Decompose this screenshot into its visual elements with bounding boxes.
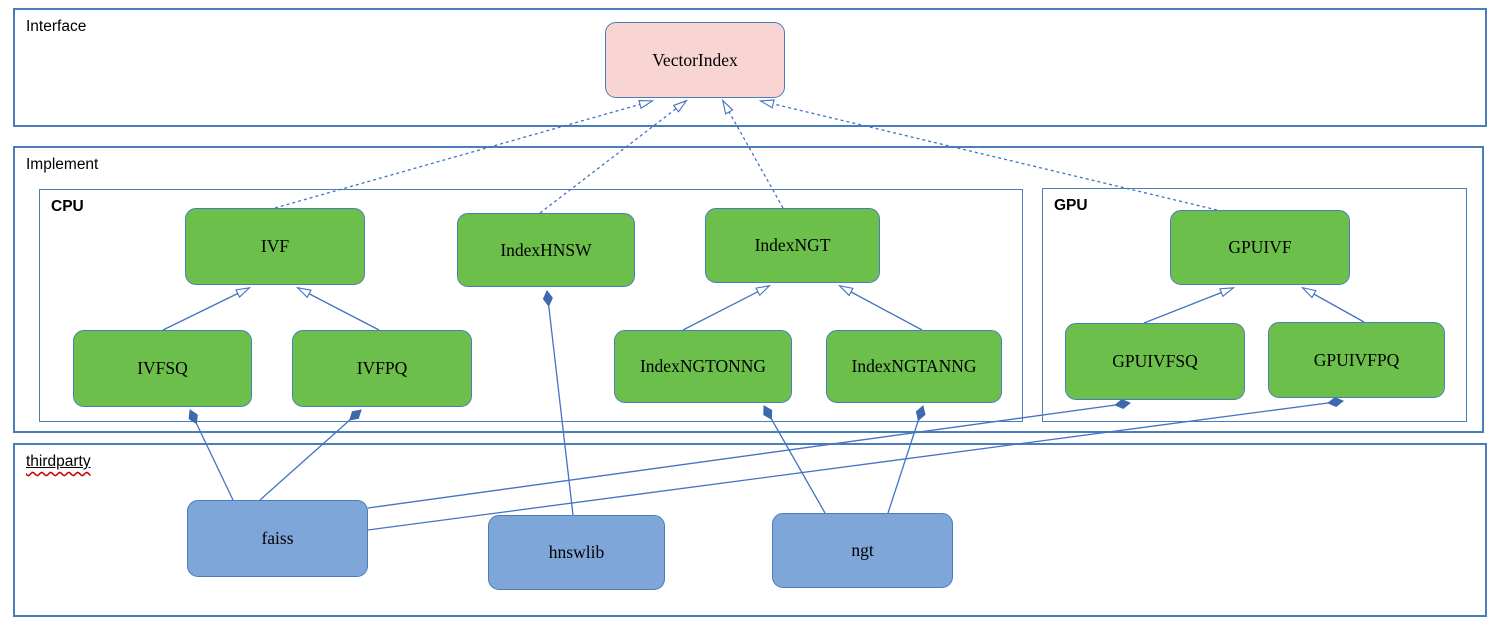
node-ivfpq-label: IVFPQ xyxy=(356,358,408,378)
node-ivfpq[interactable]: IVFPQ xyxy=(292,330,472,407)
node-hnswlib[interactable]: hnswlib xyxy=(488,515,665,590)
node-vectorindex-label: VectorIndex xyxy=(652,49,738,70)
node-indexngt-label: IndexNGT xyxy=(754,235,831,255)
node-indexngtonng[interactable]: IndexNGTONNG xyxy=(614,330,792,403)
spellcheck-squiggle: thirdparty xyxy=(26,453,91,470)
node-gpuivfpq-label: GPUIVFPQ xyxy=(1313,349,1400,370)
node-ngt[interactable]: ngt xyxy=(772,513,953,588)
node-ivf[interactable]: IVF xyxy=(185,208,365,285)
node-gpuivfsq[interactable]: GPUIVFSQ xyxy=(1065,323,1245,400)
container-interface-label: Interface xyxy=(26,18,87,35)
container-cpu-label: CPU xyxy=(51,198,84,215)
node-indexngtanng-label: IndexNGTANNG xyxy=(851,356,977,376)
node-gpuivf[interactable]: GPUIVF xyxy=(1170,210,1350,285)
node-vectorindex[interactable]: VectorIndex xyxy=(605,22,785,98)
node-hnswlib-label: hnswlib xyxy=(548,542,605,562)
node-faiss-label: faiss xyxy=(261,528,294,548)
node-ivfsq-label: IVFSQ xyxy=(137,358,188,378)
node-gpuivfsq-label: GPUIVFSQ xyxy=(1112,351,1198,371)
node-faiss[interactable]: faiss xyxy=(187,500,368,577)
node-gpuivfpq[interactable]: GPUIVFPQ xyxy=(1268,322,1445,398)
node-indexngtonng-label: IndexNGTONNG xyxy=(639,356,767,376)
node-indexngtanng[interactable]: IndexNGTANNG xyxy=(826,330,1002,403)
node-ngt-label: ngt xyxy=(851,540,874,560)
node-ivf-label: IVF xyxy=(260,236,290,256)
container-gpu-label: GPU xyxy=(1054,197,1088,214)
container-implement-label: Implement xyxy=(26,156,99,173)
container-thirdparty-label: thirdparty xyxy=(26,453,91,471)
node-indexhnsw[interactable]: IndexHNSW xyxy=(457,213,635,287)
node-indexngt[interactable]: IndexNGT xyxy=(705,208,880,283)
node-gpuivf-label: GPUIVF xyxy=(1228,237,1292,257)
node-indexhnsw-label: IndexHNSW xyxy=(500,239,592,260)
node-ivfsq[interactable]: IVFSQ xyxy=(73,330,252,407)
